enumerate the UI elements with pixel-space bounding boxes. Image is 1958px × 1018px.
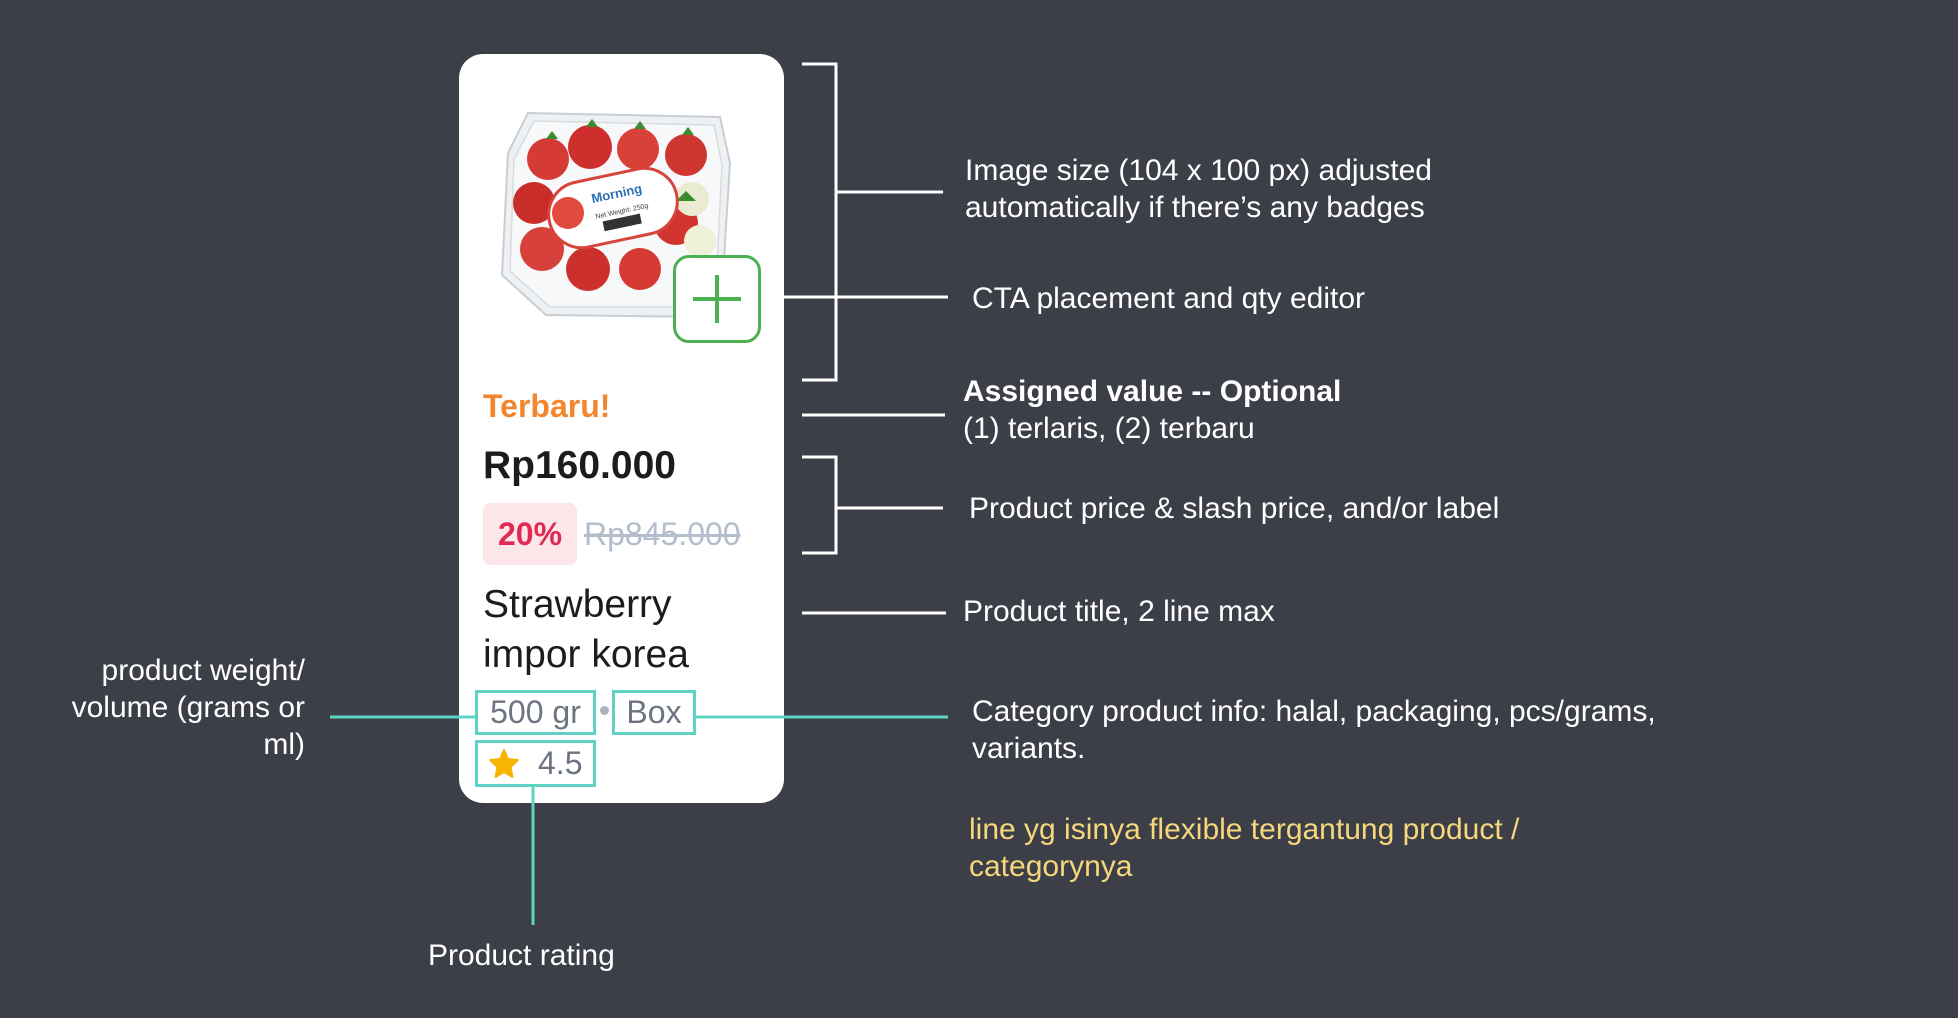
flexible-line-2: categorynya [969,850,1133,883]
cta-annotation: CTA placement and qty editor [972,282,1365,315]
rating-annotation: Product rating [428,939,615,972]
category-line-1: Category product info: halal, packaging,… [972,695,1656,728]
rating-value: 4.5 [538,745,583,781]
weight-line-1: product weight/ [101,654,305,687]
slash-price: Rp845.000 [584,516,741,552]
product-price: Rp160.000 [483,444,676,487]
price-annotation: Product price & slash price, and/or labe… [969,492,1500,525]
title-annotation: Product title, 2 line max [963,595,1275,628]
rating-chip: 4.5 [475,740,596,787]
assigned-value-title: Assigned value -- Optional [963,375,1342,408]
weight-annotation: product weight/ volume (grams or ml) [40,652,305,763]
assigned-value-detail: (1) terlaris, (2) terbaru [963,412,1255,445]
image-size-annotation: Image size (104 x 100 px) adjusted autom… [965,152,1432,226]
category-line-2: variants. [972,732,1086,765]
weight-line-3: ml) [263,728,305,761]
add-to-cart-button[interactable] [673,255,761,343]
flexible-line-1: line yg isinya flexible tergantung produ… [969,813,1520,846]
packaging-value: Box [626,694,682,730]
category-annotation: Category product info: halal, packaging,… [972,693,1656,767]
product-badge: Terbaru! [483,388,611,424]
assigned-value-annotation: Assigned value -- Optional (1) terlaris,… [963,373,1341,447]
star-icon [489,748,519,778]
flexible-line-note: line yg isinya flexible tergantung produ… [969,811,1519,885]
separator-dot [600,706,609,715]
weight-line-2: volume (grams or [71,691,305,724]
product-title[interactable]: Strawberry impor korea [483,583,689,676]
packaging-chip: Box [612,690,696,735]
weight-value: 500 gr [490,694,581,730]
plus-icon [693,275,741,323]
weight-chip: 500 gr [475,690,596,735]
discount-badge: 20% [483,503,577,565]
image-size-line-1: Image size (104 x 100 px) adjusted [965,154,1432,187]
image-size-line-2: automatically if there’s any badges [965,191,1425,224]
